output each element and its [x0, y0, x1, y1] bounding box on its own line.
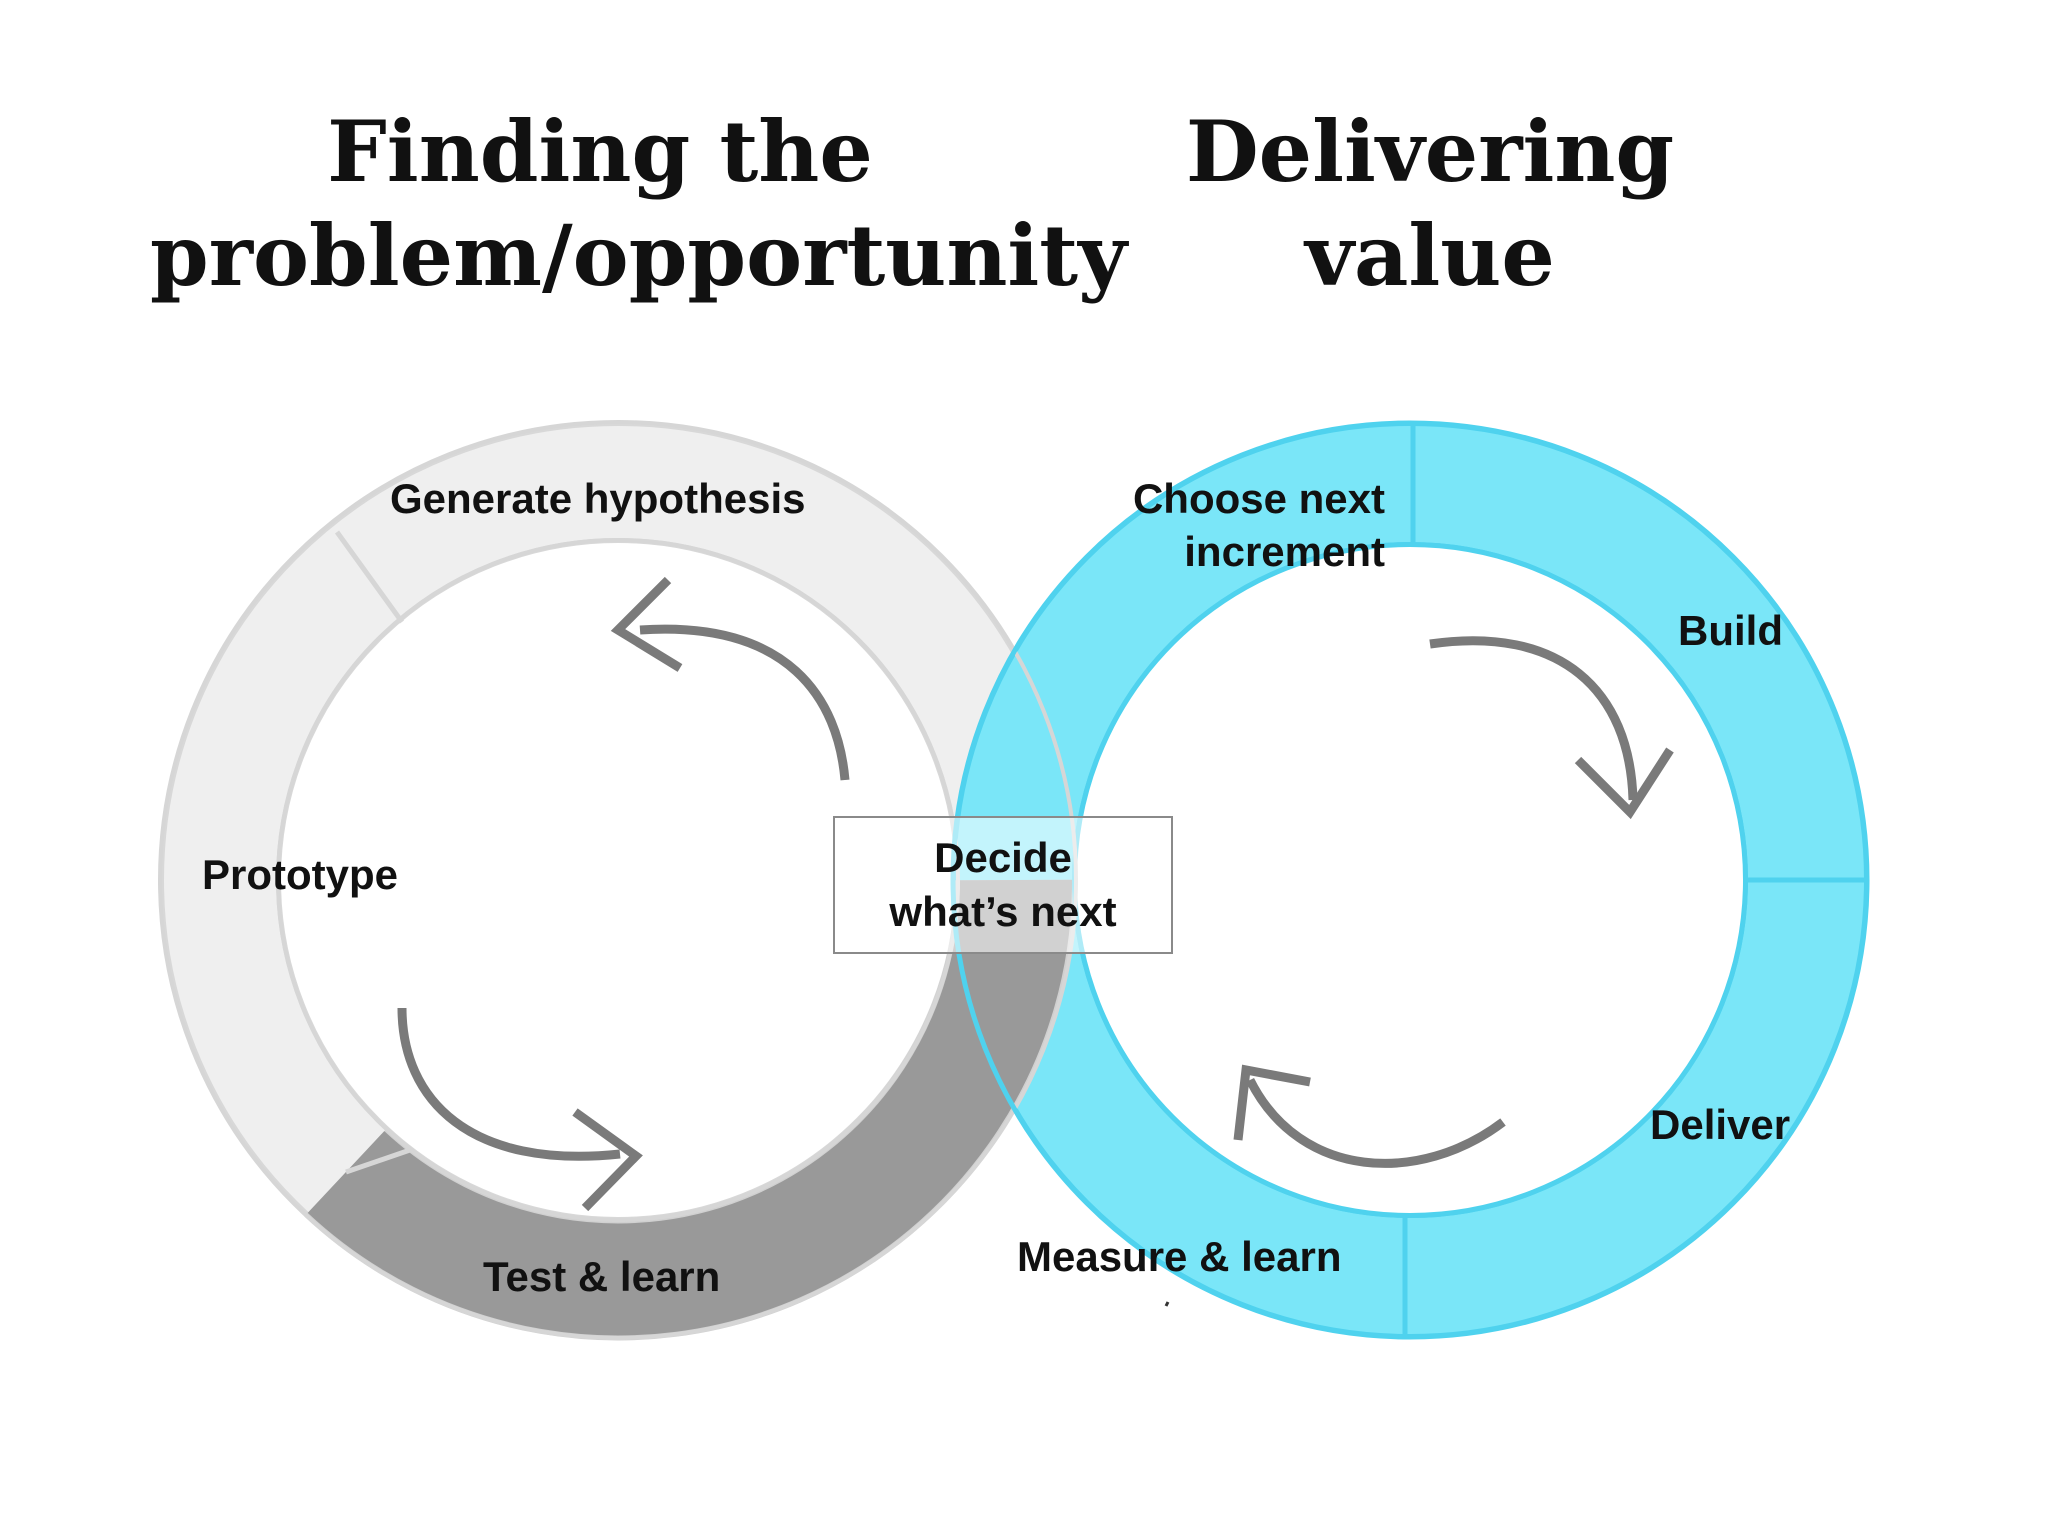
label-generate-hypothesis: Generate hypothesis — [390, 475, 806, 522]
left-heading: Finding the problem/opportunity — [150, 100, 1127, 308]
label-deliver: Deliver — [1650, 1101, 1791, 1148]
label-measure-and-learn: Measure & learn — [1017, 1233, 1342, 1280]
label-choose-line-2: increment — [1184, 528, 1385, 575]
label-choose-line-1: Choose next — [1132, 475, 1385, 522]
left-divider-top — [334, 530, 405, 624]
label-test-and-learn: Test & learn — [483, 1253, 721, 1300]
label-prototype: Prototype — [202, 851, 399, 898]
right-loop-arrows — [1233, 636, 1674, 1168]
decide-line-1: Decide — [934, 834, 1072, 881]
right-heading-line-1: Delivering — [1185, 102, 1675, 201]
left-loop-arrows — [397, 576, 850, 1212]
right-ring-inner-edge — [1072, 542, 1748, 1218]
arrow-to-test-head-icon — [572, 1108, 643, 1212]
arrow-to-build-icon — [1429, 636, 1638, 801]
right-heading: Delivering value — [1110, 100, 1750, 308]
arrow-to-generate-icon — [639, 624, 850, 781]
label-choose-next-increment: Choose next increment — [1105, 472, 1385, 578]
left-heading-line-2: problem/opportunity — [150, 206, 1127, 305]
arrow-to-measure-head-icon — [1233, 1064, 1311, 1141]
test-learn-segment-fill — [307, 879, 1073, 1336]
arrow-to-measure-icon — [1245, 1077, 1506, 1168]
left-divider-bottom — [345, 1147, 411, 1175]
arrow-to-generate-head-icon — [610, 576, 683, 672]
arrow-to-build-head-icon — [1574, 747, 1674, 820]
left-heading-line-1: Finding the — [327, 102, 873, 201]
right-heading-line-2: value — [1305, 206, 1555, 305]
label-build: Build — [1678, 607, 1783, 654]
decide-line-2: what’s next — [889, 888, 1117, 935]
decide-whats-next-box: Decide what’s next — [833, 816, 1173, 954]
stray-mark-icon — [1164, 1301, 1170, 1307]
arrow-to-test-icon — [397, 1007, 621, 1161]
